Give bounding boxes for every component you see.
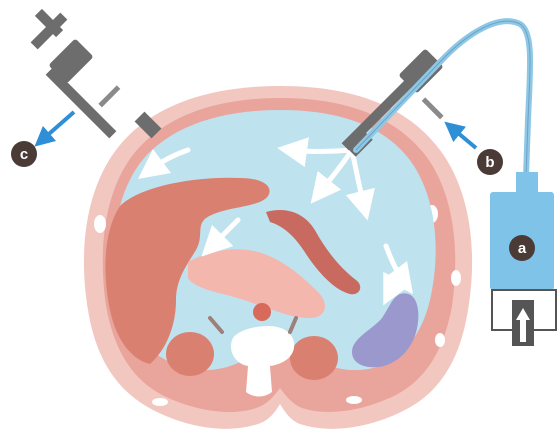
callout-b: b bbox=[477, 149, 503, 175]
flow-arrow bbox=[292, 150, 352, 152]
inflow-arrow-icon bbox=[452, 128, 476, 148]
callout-a-label: a bbox=[518, 240, 527, 257]
insufflator-unit: a bbox=[490, 172, 556, 346]
callout-c-label: c bbox=[20, 146, 28, 163]
aorta bbox=[253, 303, 271, 321]
abdomen-cross-section bbox=[67, 86, 472, 429]
kidney-right bbox=[166, 332, 214, 376]
unit-neck bbox=[516, 172, 538, 194]
kidney-left bbox=[290, 336, 338, 380]
callout-c: c bbox=[11, 141, 37, 167]
left-trocar bbox=[31, 9, 162, 139]
callout-b-label: b bbox=[485, 154, 494, 171]
outflow-arrow-icon bbox=[42, 112, 74, 140]
